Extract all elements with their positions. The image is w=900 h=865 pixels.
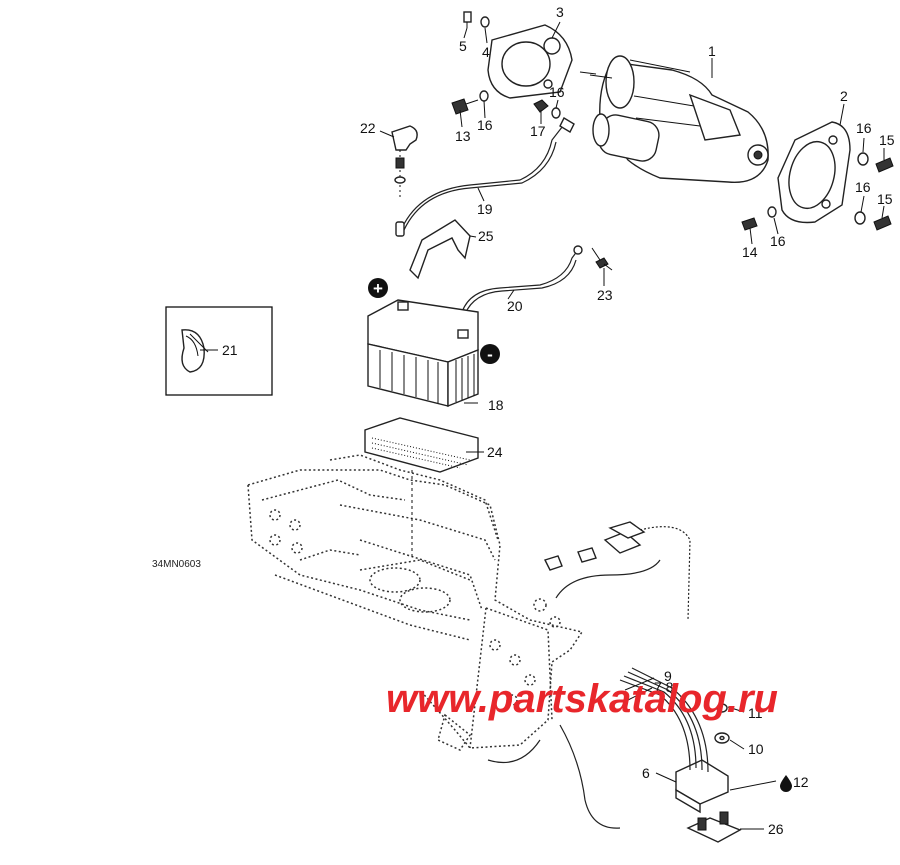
- callout-5: 5: [459, 38, 467, 54]
- terminal-boot: [391, 125, 418, 200]
- positive-cable: [395, 117, 575, 237]
- callout-3: 3: [556, 4, 564, 20]
- fastener-10-washer: [714, 732, 730, 744]
- fastener-16-washer-a: [479, 90, 489, 102]
- positive-terminal-symbol: +: [368, 278, 388, 298]
- callout-16-a: 16: [477, 117, 493, 133]
- callout-18: 18: [488, 397, 504, 413]
- fastener-16-washer-d: [854, 211, 866, 225]
- svg-text:-: -: [487, 345, 493, 364]
- callout-24: 24: [487, 444, 503, 460]
- callout-21: 21: [222, 342, 238, 358]
- callout-labels: 1 2 3 4 5 6 7 8 9 10 11 12 13 14 15 15 1…: [222, 4, 895, 837]
- fastener-16-washer-c: [857, 152, 869, 166]
- cable-tie-icon: [181, 329, 209, 373]
- callout-26: 26: [768, 821, 784, 837]
- fastener-11-nut: [716, 703, 728, 713]
- gasket-plate-left: [487, 24, 573, 99]
- callout-23: 23: [597, 287, 613, 303]
- callout-1: 1: [708, 43, 716, 59]
- callout-25: 25: [478, 228, 494, 244]
- callout-16-b: 16: [549, 84, 565, 100]
- callout-11: 11: [748, 705, 763, 721]
- mounting-plate-right: [777, 121, 851, 224]
- svg-text:+: +: [373, 279, 383, 298]
- callout-19: 19: [477, 201, 493, 217]
- fastener-17-nut: [533, 99, 549, 113]
- callout-13: 13: [455, 128, 471, 144]
- fastener-16-washer-e: [767, 206, 777, 218]
- callout-12: 12: [793, 774, 809, 790]
- callout-10: 10: [748, 741, 764, 757]
- battery: [367, 299, 479, 408]
- fastener-13-bolt: [451, 98, 479, 115]
- callout-20: 20: [507, 298, 523, 314]
- negative-terminal-symbol: -: [480, 344, 500, 364]
- callout-15-b: 15: [877, 191, 893, 207]
- battery-strap: [409, 219, 471, 280]
- fastener-14-bolt: [741, 217, 758, 231]
- callout-16-e: 16: [770, 233, 786, 249]
- wiring-harness: [487, 521, 691, 829]
- cable-tie-box: [165, 306, 273, 396]
- callout-7-8: 7 8: [654, 679, 674, 695]
- callout-9: 9: [664, 668, 672, 684]
- fastener-15-bolt-a: [875, 157, 894, 173]
- fastener-16-washer-b: [551, 107, 561, 119]
- watermark: www.partskatalog.ru: [386, 677, 778, 721]
- starter-motor: [579, 55, 769, 184]
- fastener-15-bolt-b: [873, 215, 892, 231]
- vehicle-frame: [247, 454, 584, 751]
- droplet-icon: [780, 775, 792, 792]
- callout-6: 6: [642, 765, 650, 781]
- fastener-5-screw: [463, 11, 472, 28]
- callout-22: 22: [360, 120, 376, 136]
- callout-16-c: 16: [856, 120, 872, 136]
- fastener-23-bolt: [595, 257, 613, 271]
- callout-15-a: 15: [879, 132, 895, 148]
- callout-4: 4: [482, 44, 490, 60]
- leader-lines: [200, 21, 885, 830]
- callout-2: 2: [840, 88, 848, 104]
- callout-14: 14: [742, 244, 758, 260]
- fastener-4-washer: [480, 16, 490, 28]
- diagram-code: 34MN0603: [152, 559, 201, 570]
- mount-pad: [686, 811, 742, 843]
- callout-16-d: 16: [855, 179, 871, 195]
- battery-pad: [364, 417, 479, 473]
- callout-17: 17: [530, 123, 546, 139]
- relay-assembly: [619, 667, 729, 814]
